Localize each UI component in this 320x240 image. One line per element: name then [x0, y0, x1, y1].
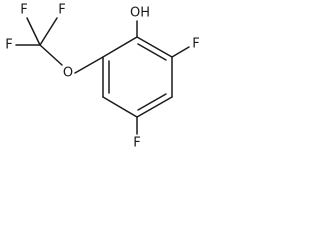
- ring-double-bond-c3-c4: [137, 93, 167, 111]
- benzene-ring: [102, 36, 173, 118]
- bond-c2-f: [171, 46, 190, 58]
- bond-c6-o: [74, 56, 104, 74]
- fluorine-label-ring-right: F: [192, 37, 199, 52]
- ring-bond-c6-c1: [102, 36, 138, 58]
- ether-oxygen-label: O: [63, 66, 73, 81]
- ring-double-bond-c1-c2: [137, 43, 167, 61]
- ring-bond-c4-c5: [102, 96, 138, 118]
- bond-cf3-f-top-left: [26, 17, 41, 46]
- fluorine-label-ring-bottom: F: [133, 136, 140, 151]
- bond-o-cf3-carbon: [39, 44, 63, 66]
- hydroxyl-label: OH: [130, 6, 150, 21]
- fluorine-label-cf3-left: F: [5, 38, 12, 53]
- ring-bond-c3-c4: [136, 96, 173, 118]
- fluorine-label-cf3-top-right: F: [58, 3, 65, 18]
- bond-cf3-f-top-right: [39, 17, 58, 46]
- chemical-structure-diagram: OH F F O F F F: [5, 3, 199, 151]
- ring-bond-c1-c2: [136, 36, 173, 58]
- fluorine-label-cf3-top-left: F: [20, 3, 27, 18]
